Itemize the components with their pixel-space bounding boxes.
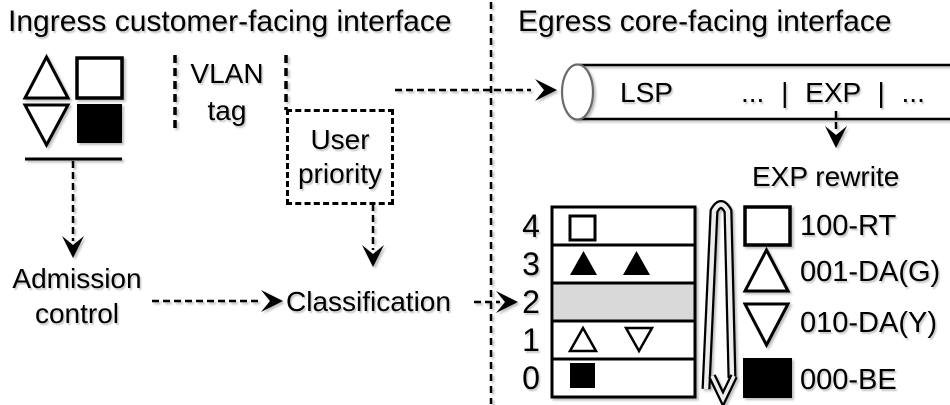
- queue4-white-square-icon: [568, 214, 597, 242]
- flow-arrows: [71, 88, 838, 304]
- vlan-tag-delimiters: [173, 55, 288, 128]
- queue1-white-down-triangle-icon: [623, 326, 655, 354]
- queue3-black-up-triangle-icon: [623, 251, 650, 275]
- legend-label-day: 010-DA(Y): [800, 307, 937, 339]
- lsp-header-fields-label: ... | EXP | ...: [741, 77, 925, 108]
- vlan-tag-label: VLAN tag: [190, 58, 264, 126]
- user-priority-label: User priority: [297, 124, 382, 189]
- egress-title: Egress core-facing interface: [518, 5, 892, 38]
- queue-row-label-0: 0: [522, 360, 540, 396]
- white-up-triangle-icon: [22, 53, 71, 100]
- user-priority-box: User priority: [286, 109, 394, 205]
- legend-white-square-icon: [743, 205, 792, 247]
- classification-label: Classification: [286, 286, 451, 317]
- legend-label-rt: 100-RT: [800, 210, 897, 242]
- white-square-icon: [75, 56, 124, 100]
- legend-black-square-icon: [743, 358, 792, 398]
- lsp-label: LSP: [620, 77, 673, 108]
- legend-label-dag: 001-DA(G): [800, 256, 941, 288]
- white-down-triangle-icon: [22, 103, 71, 149]
- queue-row-2-shaded: [554, 284, 694, 320]
- queue-table: [550, 205, 697, 399]
- queue0-black-square-icon: [570, 363, 595, 388]
- lsp-tube: [560, 63, 950, 121]
- exp-rewrite-label: EXP rewrite: [752, 161, 900, 192]
- queue-row-label-4: 4: [522, 208, 540, 244]
- legend-white-up-triangle-icon: [742, 246, 791, 293]
- ingress-title: Ingress customer-facing interface: [8, 5, 452, 38]
- queue-row-label-1: 1: [522, 322, 540, 358]
- legend-symbols: [742, 205, 792, 398]
- admission-control-label: Admission control: [12, 263, 142, 329]
- queue3-black-up-triangle-icon: [570, 251, 597, 275]
- queue-row-label-2: 2: [522, 284, 540, 320]
- legend-label-be: 000-BE: [800, 364, 897, 396]
- queue-row-label-3: 3: [522, 246, 540, 282]
- tube-opening: [560, 63, 595, 121]
- scheduler-hairpin-arrow-icon: [701, 200, 738, 405]
- legend-white-down-triangle-icon: [742, 302, 791, 349]
- black-square-icon: [77, 104, 122, 143]
- ingress-traffic-shapes: [22, 53, 124, 161]
- queue1-white-up-triangle-icon: [567, 325, 599, 353]
